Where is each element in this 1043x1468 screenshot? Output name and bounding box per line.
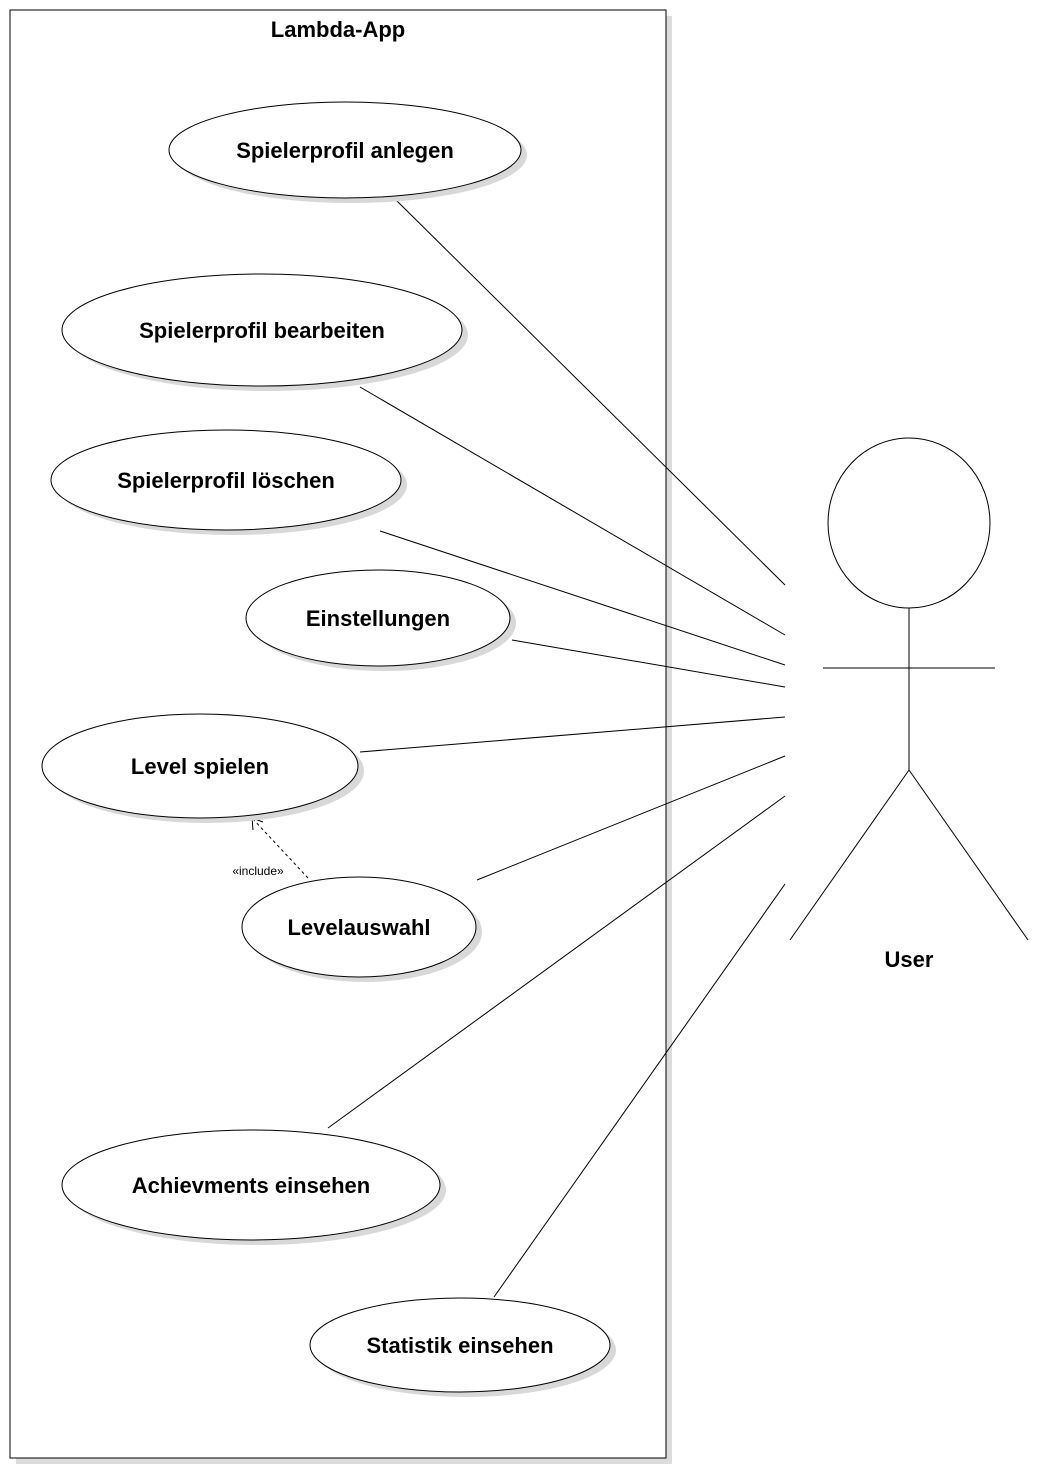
use-case-label: Spielerprofil anlegen bbox=[236, 138, 454, 163]
actor-name: User bbox=[885, 947, 934, 972]
use-case-spielerprofil-loeschen: Spielerprofil löschen bbox=[50, 429, 407, 535]
system-title: Lambda-App bbox=[271, 17, 405, 42]
association-achievements bbox=[327, 795, 786, 1129]
association-loeschen bbox=[379, 530, 786, 666]
association-level bbox=[359, 716, 786, 753]
association-einstellungen bbox=[511, 639, 786, 688]
use-case-statistik-einsehen: Statistik einsehen bbox=[309, 1297, 616, 1397]
association-statistik bbox=[493, 883, 786, 1298]
use-case-spielerprofil-anlegen: Spielerprofil anlegen bbox=[168, 101, 527, 203]
include-dependency-line bbox=[251, 817, 309, 879]
use-case-label: Levelauswahl bbox=[287, 915, 430, 940]
use-case-label: Statistik einsehen bbox=[366, 1333, 553, 1358]
association-levelauswahl bbox=[476, 755, 786, 881]
actor-user: User bbox=[789, 437, 1029, 972]
use-case-label: Level spielen bbox=[131, 754, 269, 779]
actor-head bbox=[827, 437, 991, 609]
use-case-level-spielen: Level spielen bbox=[41, 713, 364, 823]
use-case-label: Spielerprofil bearbeiten bbox=[139, 318, 385, 343]
use-case-achievements-einsehen: Achievments einsehen bbox=[61, 1129, 446, 1245]
use-case-einstellungen: Einstellungen bbox=[245, 569, 516, 671]
include-stereotype: «include» bbox=[232, 864, 284, 878]
use-case-label: Einstellungen bbox=[306, 606, 450, 631]
use-case-label: Achievments einsehen bbox=[132, 1173, 370, 1198]
associations bbox=[327, 198, 786, 1298]
actor-right-leg bbox=[908, 769, 1029, 941]
actor-left-leg bbox=[789, 769, 910, 941]
use-case-label: Spielerprofil löschen bbox=[117, 468, 335, 493]
association-anlegen bbox=[394, 198, 786, 586]
use-case-levelauswahl: Levelauswahl bbox=[241, 876, 482, 982]
use-case-spielerprofil-bearbeiten: Spielerprofil bearbeiten bbox=[61, 273, 468, 391]
association-bearbeiten bbox=[359, 386, 786, 636]
